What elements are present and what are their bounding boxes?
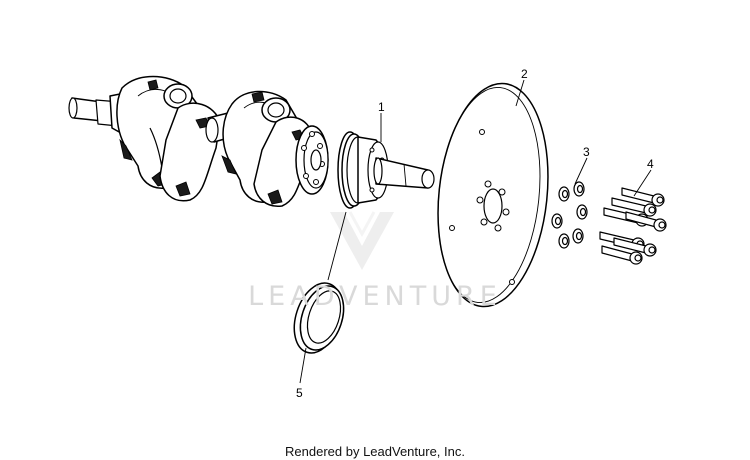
bolts (599, 187, 667, 265)
callout-part-3[interactable]: 3 (583, 145, 590, 159)
callout-part-5[interactable]: 5 (296, 386, 303, 400)
crankshaft (68, 75, 329, 207)
footer-credit: Rendered by LeadVenture, Inc. (285, 444, 465, 459)
callout-part-1[interactable]: 1 (378, 100, 385, 114)
adapter-hub (337, 131, 435, 209)
bolt (625, 211, 667, 232)
washers (551, 181, 588, 249)
bolt (601, 245, 643, 265)
bolt (621, 187, 665, 207)
watermark-text: LEADVENTURE (248, 281, 502, 312)
watermark-logo (330, 211, 394, 270)
callout-part-2[interactable]: 2 (521, 67, 528, 81)
flex-plate (437, 82, 549, 308)
leader-lines (299, 79, 652, 384)
seal-ring (293, 282, 345, 354)
bolt (611, 197, 657, 217)
bolt (613, 237, 657, 257)
callout-part-4[interactable]: 4 (647, 157, 654, 171)
